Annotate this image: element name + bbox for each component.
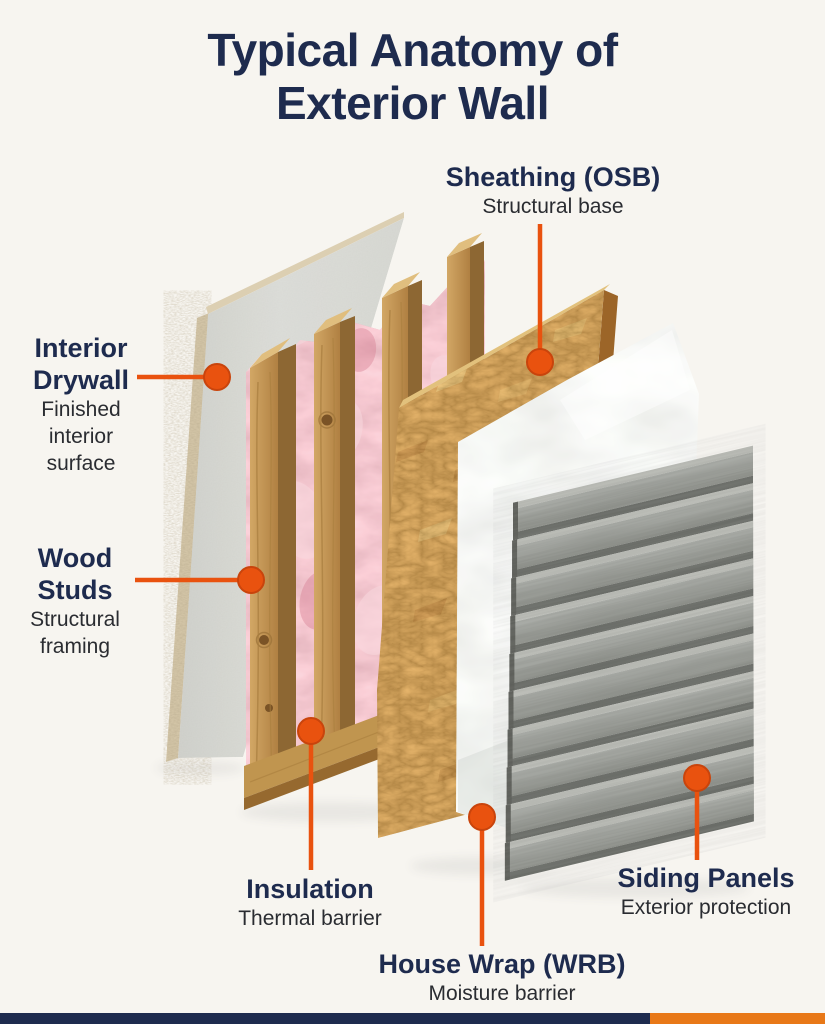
studs-callout (135, 566, 265, 594)
drywall-sub-line2: interior (48, 425, 114, 448)
drywall-callout (137, 363, 231, 391)
sheathing-callout (526, 224, 554, 376)
drywall-sub-line3: surface (46, 452, 116, 475)
drywall-title-line1: Interior (34, 333, 128, 363)
osb-top-edge (399, 284, 610, 408)
footer-bar-orange (650, 1013, 825, 1024)
studs-sub-line2: framing (39, 635, 111, 658)
sheathing-label: Sheathing (OSB) Structural base (403, 161, 703, 220)
insulation-label-title: Insulation (246, 874, 374, 904)
house-wrap-label-subtitle: Moisture barrier (428, 982, 576, 1005)
siding-callout (683, 764, 711, 860)
studs-sub-line1: Structural (30, 608, 120, 631)
studs-title-line1: Wood (37, 543, 113, 573)
footer-bar (0, 1013, 825, 1024)
page-title-line2: Exterior Wall (276, 77, 549, 129)
drywall-top-edge (206, 212, 404, 314)
interior-drywall-label: Interior Drywall Finished interior surfa… (1, 332, 161, 477)
house-wrap-label: House Wrap (WRB) Moisture barrier (352, 948, 652, 1007)
stud-2 (314, 308, 355, 764)
siding-callout-dot (683, 764, 711, 792)
studs-callout-dot (237, 566, 265, 594)
siding-panels-label: Siding Panels Exterior protection (556, 862, 825, 921)
insulation-callout-dot (297, 717, 325, 745)
siding-label-title: Siding Panels (617, 863, 795, 893)
drywall-sub-line1: Finished (41, 398, 121, 421)
insulation-callout (297, 717, 325, 870)
house-wrap-label-title: House Wrap (WRB) (378, 949, 626, 979)
house-wrap-callout-dot (468, 803, 496, 831)
wood-studs-label: Wood Studs Structural framing (0, 542, 150, 660)
sheathing-callout-dot (526, 348, 554, 376)
sheathing-label-subtitle: Structural base (482, 195, 624, 218)
house-wrap-callout (468, 803, 496, 946)
drywall-title-line2: Drywall (32, 365, 130, 395)
page-title: Typical Anatomy of Exterior Wall (0, 24, 825, 130)
page-title-line1: Typical Anatomy of (207, 24, 618, 76)
sheathing-label-title: Sheathing (OSB) (445, 162, 661, 192)
siding-label-subtitle: Exterior protection (620, 896, 792, 919)
callouts (135, 224, 711, 946)
footer-bar-navy (0, 1013, 650, 1024)
drywall-callout-dot (203, 363, 231, 391)
stud-1 (250, 338, 296, 790)
insulation-label-subtitle: Thermal barrier (238, 907, 382, 930)
siding-panels-layer (504, 445, 754, 881)
studs-title-line2: Studs (37, 575, 113, 605)
insulation-label: Insulation Thermal barrier (160, 873, 460, 932)
